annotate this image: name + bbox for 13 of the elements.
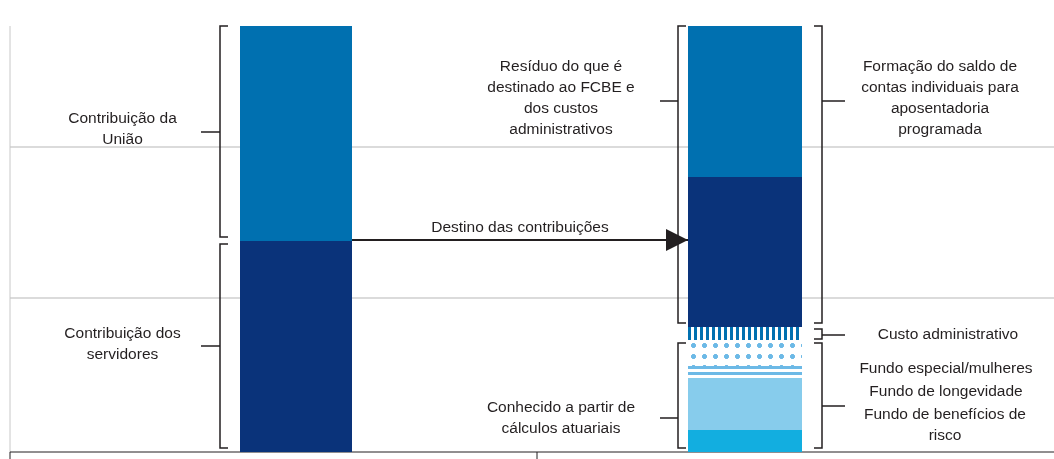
annotation-text: Formação do saldo de contas individuais para aposentadoria programada <box>860 56 1020 139</box>
annotation-text: Conhecido a partir de cálculos atuariais <box>485 397 637 438</box>
annotation-text: Fundo de longevidade <box>868 381 1024 401</box>
annotation-text: Custo administrativo <box>876 324 1020 344</box>
stacked-bar <box>688 26 802 452</box>
arrow <box>351 229 689 251</box>
annotation-text: Resíduo do que é destinado ao FCBE e dos custos administrativos <box>486 56 636 139</box>
annotation-text: Fundo de benefícios de risco <box>863 404 1027 445</box>
edge-label: Destino das contribuições <box>430 217 610 237</box>
annotation-text: Contribuição da União <box>67 108 178 149</box>
annotation-text: Fundo especial/mulheres <box>858 358 1034 378</box>
stacked-bar <box>240 26 352 452</box>
annotation-text: Contribuição dos servidores <box>63 323 182 364</box>
